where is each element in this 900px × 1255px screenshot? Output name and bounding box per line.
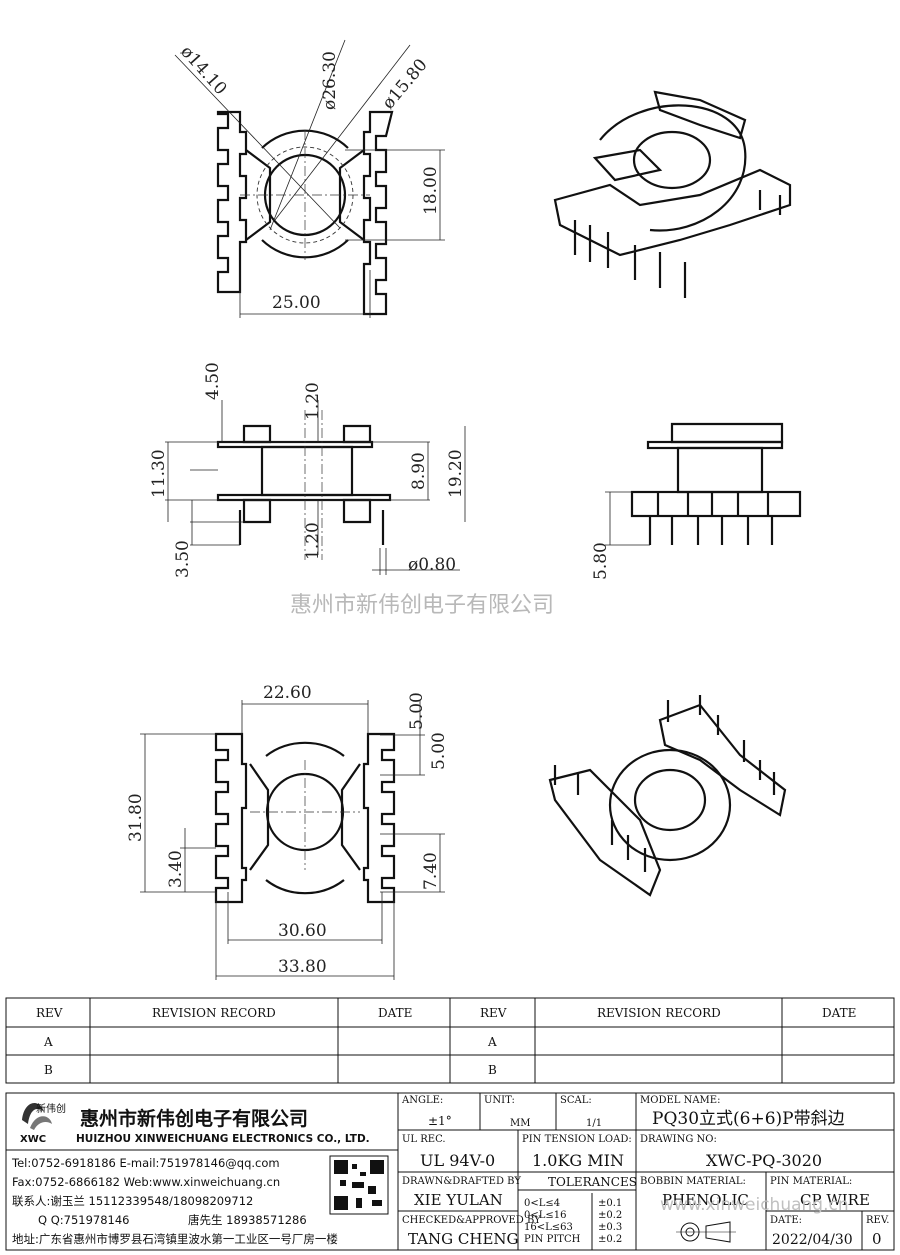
- scale-label: SCAL:: [560, 1095, 592, 1106]
- dim-f: 1.20: [303, 522, 323, 560]
- dim-c: 11.30: [149, 449, 169, 498]
- dim-top: 22.60: [263, 683, 312, 703]
- pin-mat-label: PIN MATERIAL:: [770, 1176, 852, 1187]
- ul-value: UL 94V-0: [420, 1151, 495, 1170]
- pin-tension-value: 1.0KG MIN: [532, 1151, 624, 1170]
- angle-value: ±1°: [428, 1114, 452, 1128]
- model-value: PQ30立式(6+6)P带斜边: [652, 1109, 845, 1129]
- revision-table: REV REVISION RECORD DATE REV REVISION RE…: [5, 997, 895, 1084]
- rev-header-2: REV: [480, 1006, 507, 1020]
- projection-symbol: [676, 1221, 736, 1243]
- record-header-1: REVISION RECORD: [152, 1006, 276, 1020]
- dim-w2: 33.80: [278, 957, 327, 977]
- unit-value: MM: [510, 1118, 530, 1129]
- scale-value: 1/1: [586, 1118, 602, 1129]
- dim-pin: ø0.80: [408, 555, 456, 575]
- rev-row-b-2: B: [488, 1063, 497, 1077]
- date-value: 2022/04/30: [772, 1232, 853, 1248]
- checked-value: TANG CHENG: [408, 1230, 519, 1248]
- rev-header-1: REV: [36, 1006, 63, 1020]
- tol-range-1: 0<L≤4: [524, 1198, 560, 1209]
- rev-row-b-1: B: [44, 1063, 53, 1077]
- dim-bh: 31.80: [126, 793, 146, 842]
- checked-label: CHECKED&APPROVED BY: [402, 1215, 541, 1226]
- date-header-2: DATE: [822, 1006, 856, 1020]
- dim-a: 4.50: [203, 362, 223, 400]
- date-header-1: DATE: [378, 1006, 412, 1020]
- bottom-view: 22.60 5.00 5.00 31.80 3.40 7.40 30.60 33…: [126, 683, 449, 980]
- iso-view-bottom: [548, 695, 787, 897]
- dim-b: 1.20: [303, 382, 323, 420]
- tol-range-4: PIN PITCH: [524, 1234, 581, 1245]
- model-label: MODEL NAME:: [640, 1095, 720, 1106]
- tol-value-3: ±0.3: [598, 1222, 622, 1233]
- dim-left: 3.40: [166, 850, 186, 888]
- company-qq: Q Q:751978146: [38, 1213, 129, 1227]
- dim-end-h: 5.80: [591, 542, 611, 580]
- dim-h: 18.00: [421, 166, 441, 215]
- dim-p1: 5.00: [407, 692, 427, 730]
- end-view: 5.80: [591, 422, 802, 580]
- tol-range-2: 0<L≤16: [524, 1210, 567, 1221]
- pin-mat-value: CP WIRE: [800, 1191, 870, 1209]
- top-view: ø14.10 ø26.30 ø15.80 18.00 25.00: [174, 39, 445, 318]
- tol-range-3: 16<L≤63: [524, 1222, 573, 1233]
- dim-w1: 30.60: [278, 921, 327, 941]
- unit-label: UNIT:: [484, 1095, 515, 1106]
- record-header-2: REVISION RECORD: [597, 1006, 721, 1020]
- dim-p2: 5.00: [429, 732, 449, 770]
- rev-value: 0: [872, 1230, 882, 1248]
- tol-value-2: ±0.2: [598, 1210, 622, 1221]
- dim-e: 19.20: [446, 449, 466, 498]
- tolerances-label: TOLERANCES: [548, 1175, 637, 1189]
- dim-right: 7.40: [421, 852, 441, 890]
- tol-value-1: ±0.1: [598, 1198, 622, 1209]
- dim-d2: ø26.30: [320, 51, 340, 110]
- watermark: 惠州市新伟创电子有限公司: [290, 593, 554, 618]
- pin-tension-label: PIN TENSION LOAD:: [522, 1134, 632, 1145]
- qr-code: [329, 1155, 389, 1215]
- bobbin-value: PHENOLIC: [662, 1191, 749, 1209]
- date-label: DATE:: [770, 1215, 802, 1226]
- drawn-value: XIE YULAN: [414, 1191, 503, 1209]
- dim-d1: ø14.10: [176, 42, 230, 99]
- rev-label: REV.: [866, 1215, 889, 1226]
- tol-value-4: ±0.2: [598, 1234, 622, 1245]
- ul-label: UL REC.: [402, 1134, 446, 1145]
- company-name-cn: 惠州市新伟创电子有限公司: [80, 1107, 308, 1130]
- company-name-en: HUIZHOU XINWEICHUANG ELECTRONICS CO., LT…: [76, 1133, 370, 1145]
- company-tel: Tel:0752-6918186 E-mail:751978146@qq.com: [11, 1156, 280, 1170]
- company-fax: Fax:0752-6866182 Web:www.xinweichuang.cn: [12, 1175, 280, 1189]
- drawing-no-value: XWC-PQ-3020: [706, 1151, 822, 1170]
- bobbin-label: BOBBIN MATERIAL:: [640, 1176, 746, 1187]
- dim-d3: ø15.80: [379, 55, 432, 113]
- rev-row-a-1: A: [43, 1035, 53, 1049]
- rev-row-a-2: A: [487, 1035, 497, 1049]
- side-view: 4.50 1.20 11.30 8.90 19.20 1.20 3.50 ø0.…: [149, 362, 466, 578]
- dim-g: 3.50: [173, 540, 193, 578]
- xwc-logo: 新伟创 XWC: [20, 1102, 66, 1145]
- company-contact2: 唐先生 18938571286: [188, 1213, 307, 1227]
- title-block: ANGLE: ±1° UNIT: MM SCAL: 1/1 MODEL NAME…: [398, 1093, 894, 1250]
- logo-sub: XWC: [20, 1134, 46, 1145]
- company-address: 地址:广东省惠州市博罗县石湾镇里波水第一工业区一号厂房一楼: [12, 1232, 338, 1246]
- drawn-label: DRAWN&DRAFTED BY: [402, 1176, 521, 1187]
- logo-text: 新伟创: [36, 1102, 66, 1115]
- dim-d: 8.90: [409, 452, 429, 490]
- company-block: 新伟创 XWC 惠州市新伟创电子有限公司 HUIZHOU XINWEICHUAN…: [5, 1092, 895, 1251]
- company-contact1: 联系人:谢玉兰 15112339548/18098209712: [12, 1194, 253, 1208]
- drawing-no-label: DRAWING NO:: [640, 1134, 717, 1145]
- iso-view-top: [553, 90, 792, 298]
- angle-label: ANGLE:: [401, 1095, 443, 1106]
- watermark-url: www.xinweichuang.cn: [660, 1195, 849, 1215]
- dim-w: 25.00: [272, 293, 321, 313]
